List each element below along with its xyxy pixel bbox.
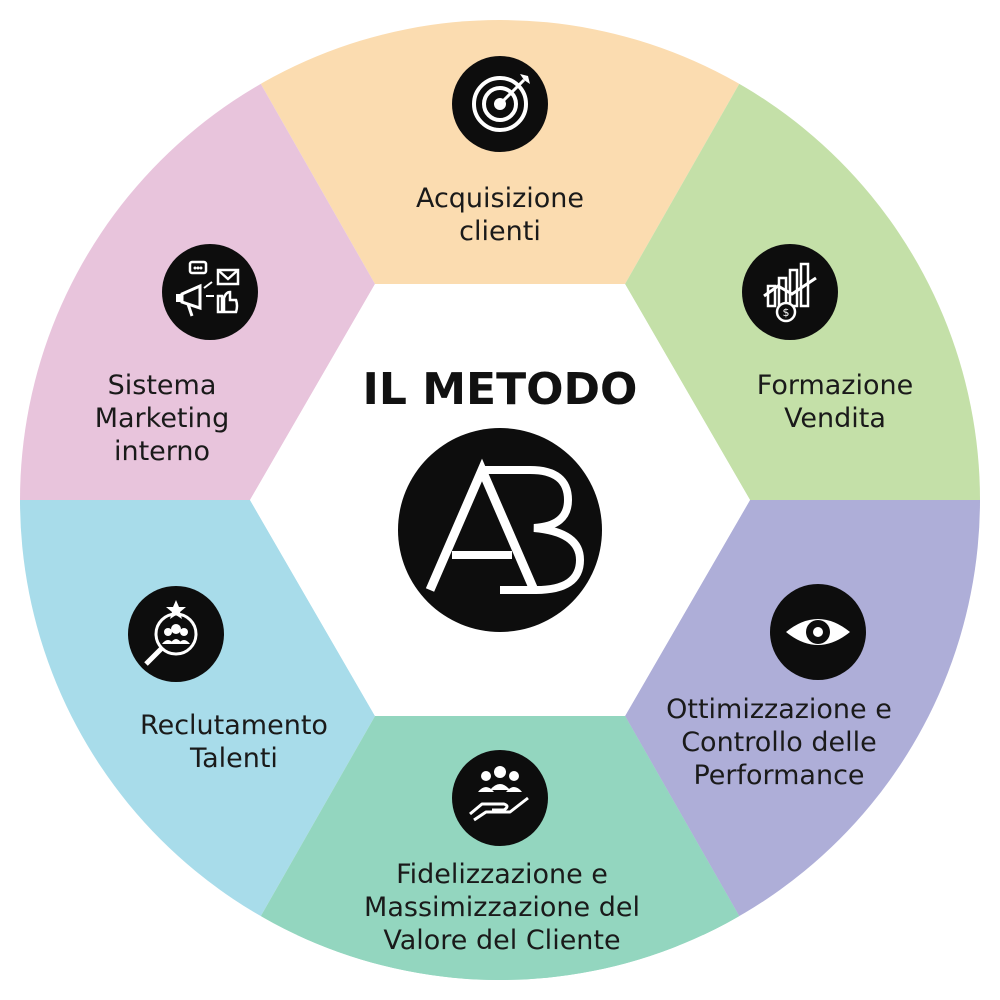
ab-logo	[398, 428, 602, 632]
label-line: Performance	[693, 760, 864, 791]
label-line: Massimizzazione del	[364, 892, 640, 923]
talent-search-icon	[128, 586, 224, 682]
segment-reclutamento-bottom	[20, 935, 250, 980]
segment-formazione-top	[750, 20, 980, 65]
segment-ottimizzazione-bottom	[750, 935, 980, 980]
label-line: Reclutamento	[140, 710, 328, 741]
segment-marketing-top	[20, 20, 250, 65]
segment-acquisizione	[250, 65, 750, 284]
marketing-icon	[162, 244, 258, 340]
label-line: interno	[114, 436, 210, 467]
target-icon	[452, 56, 548, 152]
label-line: clienti	[459, 216, 541, 247]
label-line: Vendita	[784, 403, 886, 434]
segment-fidelizzazione-fill	[250, 716, 750, 980]
label-line: Formazione	[757, 370, 913, 401]
svg-text:$: $	[783, 306, 790, 319]
label-line: Sistema	[108, 370, 217, 401]
label-line: Ottimizzazione e	[666, 694, 892, 725]
team-hand-icon	[452, 750, 548, 846]
segment-acquisizione-top	[250, 20, 750, 65]
label-line: Acquisizione	[416, 183, 584, 214]
label-line: Fidelizzazione e	[396, 859, 608, 890]
label-line: Marketing	[95, 403, 230, 434]
label-line: Controllo delle	[681, 727, 877, 758]
label-line: Valore del Cliente	[383, 925, 620, 956]
eye-icon	[770, 584, 866, 680]
label-line: Talenti	[189, 743, 278, 774]
growth-chart-icon: $	[742, 244, 838, 340]
center-title: IL METODO	[363, 364, 638, 415]
